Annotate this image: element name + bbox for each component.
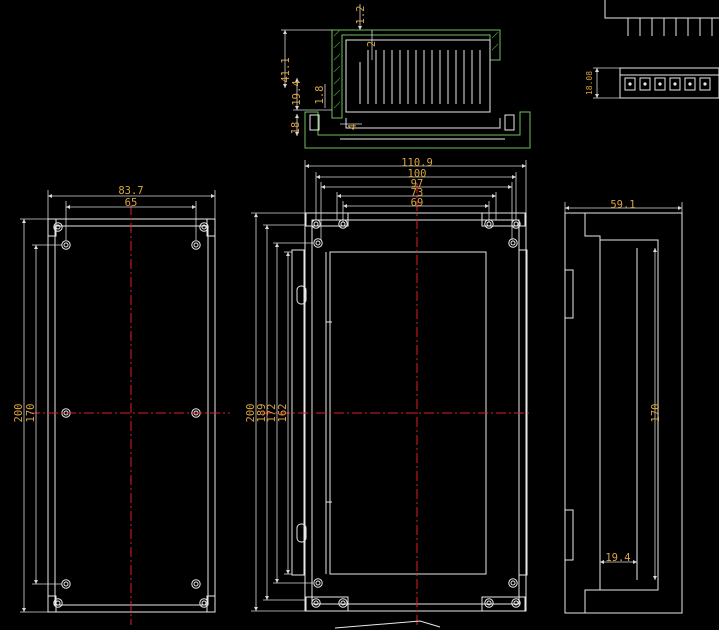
side-height: 170 [650,404,662,423]
front-h3: 172 [266,404,278,423]
front-h2: 189 [256,404,268,423]
section-view: 41.1 19.4 18 1.8 1.2 2 4 [280,4,531,149]
section-d3: 41.1 [280,57,292,82]
front-w5: 69 [411,197,424,209]
front-view: 110.9 100 97 73 69 200 189 172 162 [245,157,530,629]
section-d6: 18 [290,122,302,135]
terminal-view: 18.08 [585,0,719,99]
side-view: 59.1 170 19.4 [564,199,683,614]
section-d7: 4 [347,124,359,130]
side-depth: 59.1 [610,199,635,211]
front-w3: 97 [411,178,424,190]
front-h1: 200 [245,404,257,423]
section-d1: 1.2 [355,6,367,25]
left-width-outer: 83.7 [118,185,143,197]
front-w4: 73 [411,187,424,199]
front-w1: 110.9 [401,157,433,169]
section-d2: 2 [366,41,378,47]
section-d4: 19.4 [291,80,303,105]
section-d5: 1.8 [314,86,326,105]
left-height-outer: 200 [13,404,25,423]
front-w2: 100 [408,168,427,180]
terminal-height: 18.08 [585,71,594,95]
left-height-inner: 170 [25,404,37,423]
front-h4: 162 [277,404,289,423]
left-width-inner: 65 [125,197,138,209]
side-foot: 19.4 [605,552,630,564]
left-view: 83.7 65 200 170 [13,185,230,625]
